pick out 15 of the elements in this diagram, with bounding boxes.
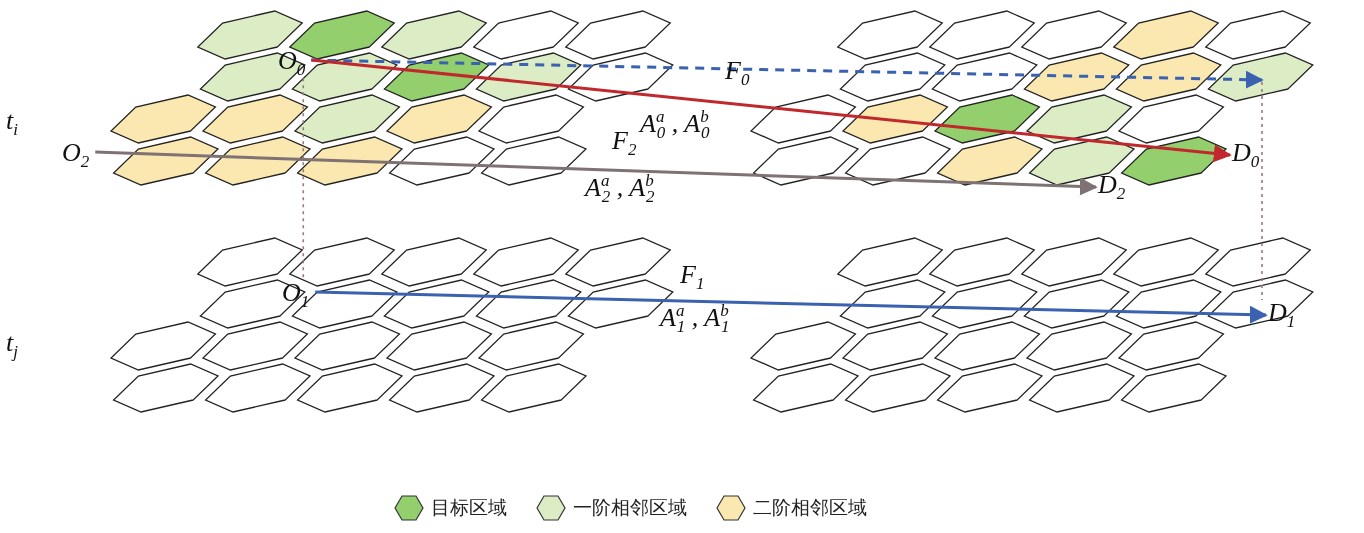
- point-label: D$_{0}$: [1232, 140, 1260, 171]
- time-label: t$_{j}$: [6, 330, 18, 361]
- legend-label: 目标区域: [431, 495, 507, 520]
- legend-label: 一阶相邻区域: [573, 495, 687, 520]
- edge-label: F$_{1}$: [680, 262, 705, 293]
- edge-label: F$_{2}$: [612, 128, 637, 159]
- point-label: O$_{2}$: [62, 140, 90, 171]
- edge-label: F$_{0}$: [725, 58, 750, 89]
- time-label: t$_{i}$: [6, 108, 18, 139]
- arrow: [311, 58, 1232, 163]
- arrow: [315, 290, 1268, 324]
- point-label: D$_{2}$: [1098, 172, 1126, 203]
- legend-label: 二阶相邻区域: [753, 495, 867, 520]
- arrow: [95, 150, 1098, 196]
- dotted-line: [1261, 81, 1263, 301]
